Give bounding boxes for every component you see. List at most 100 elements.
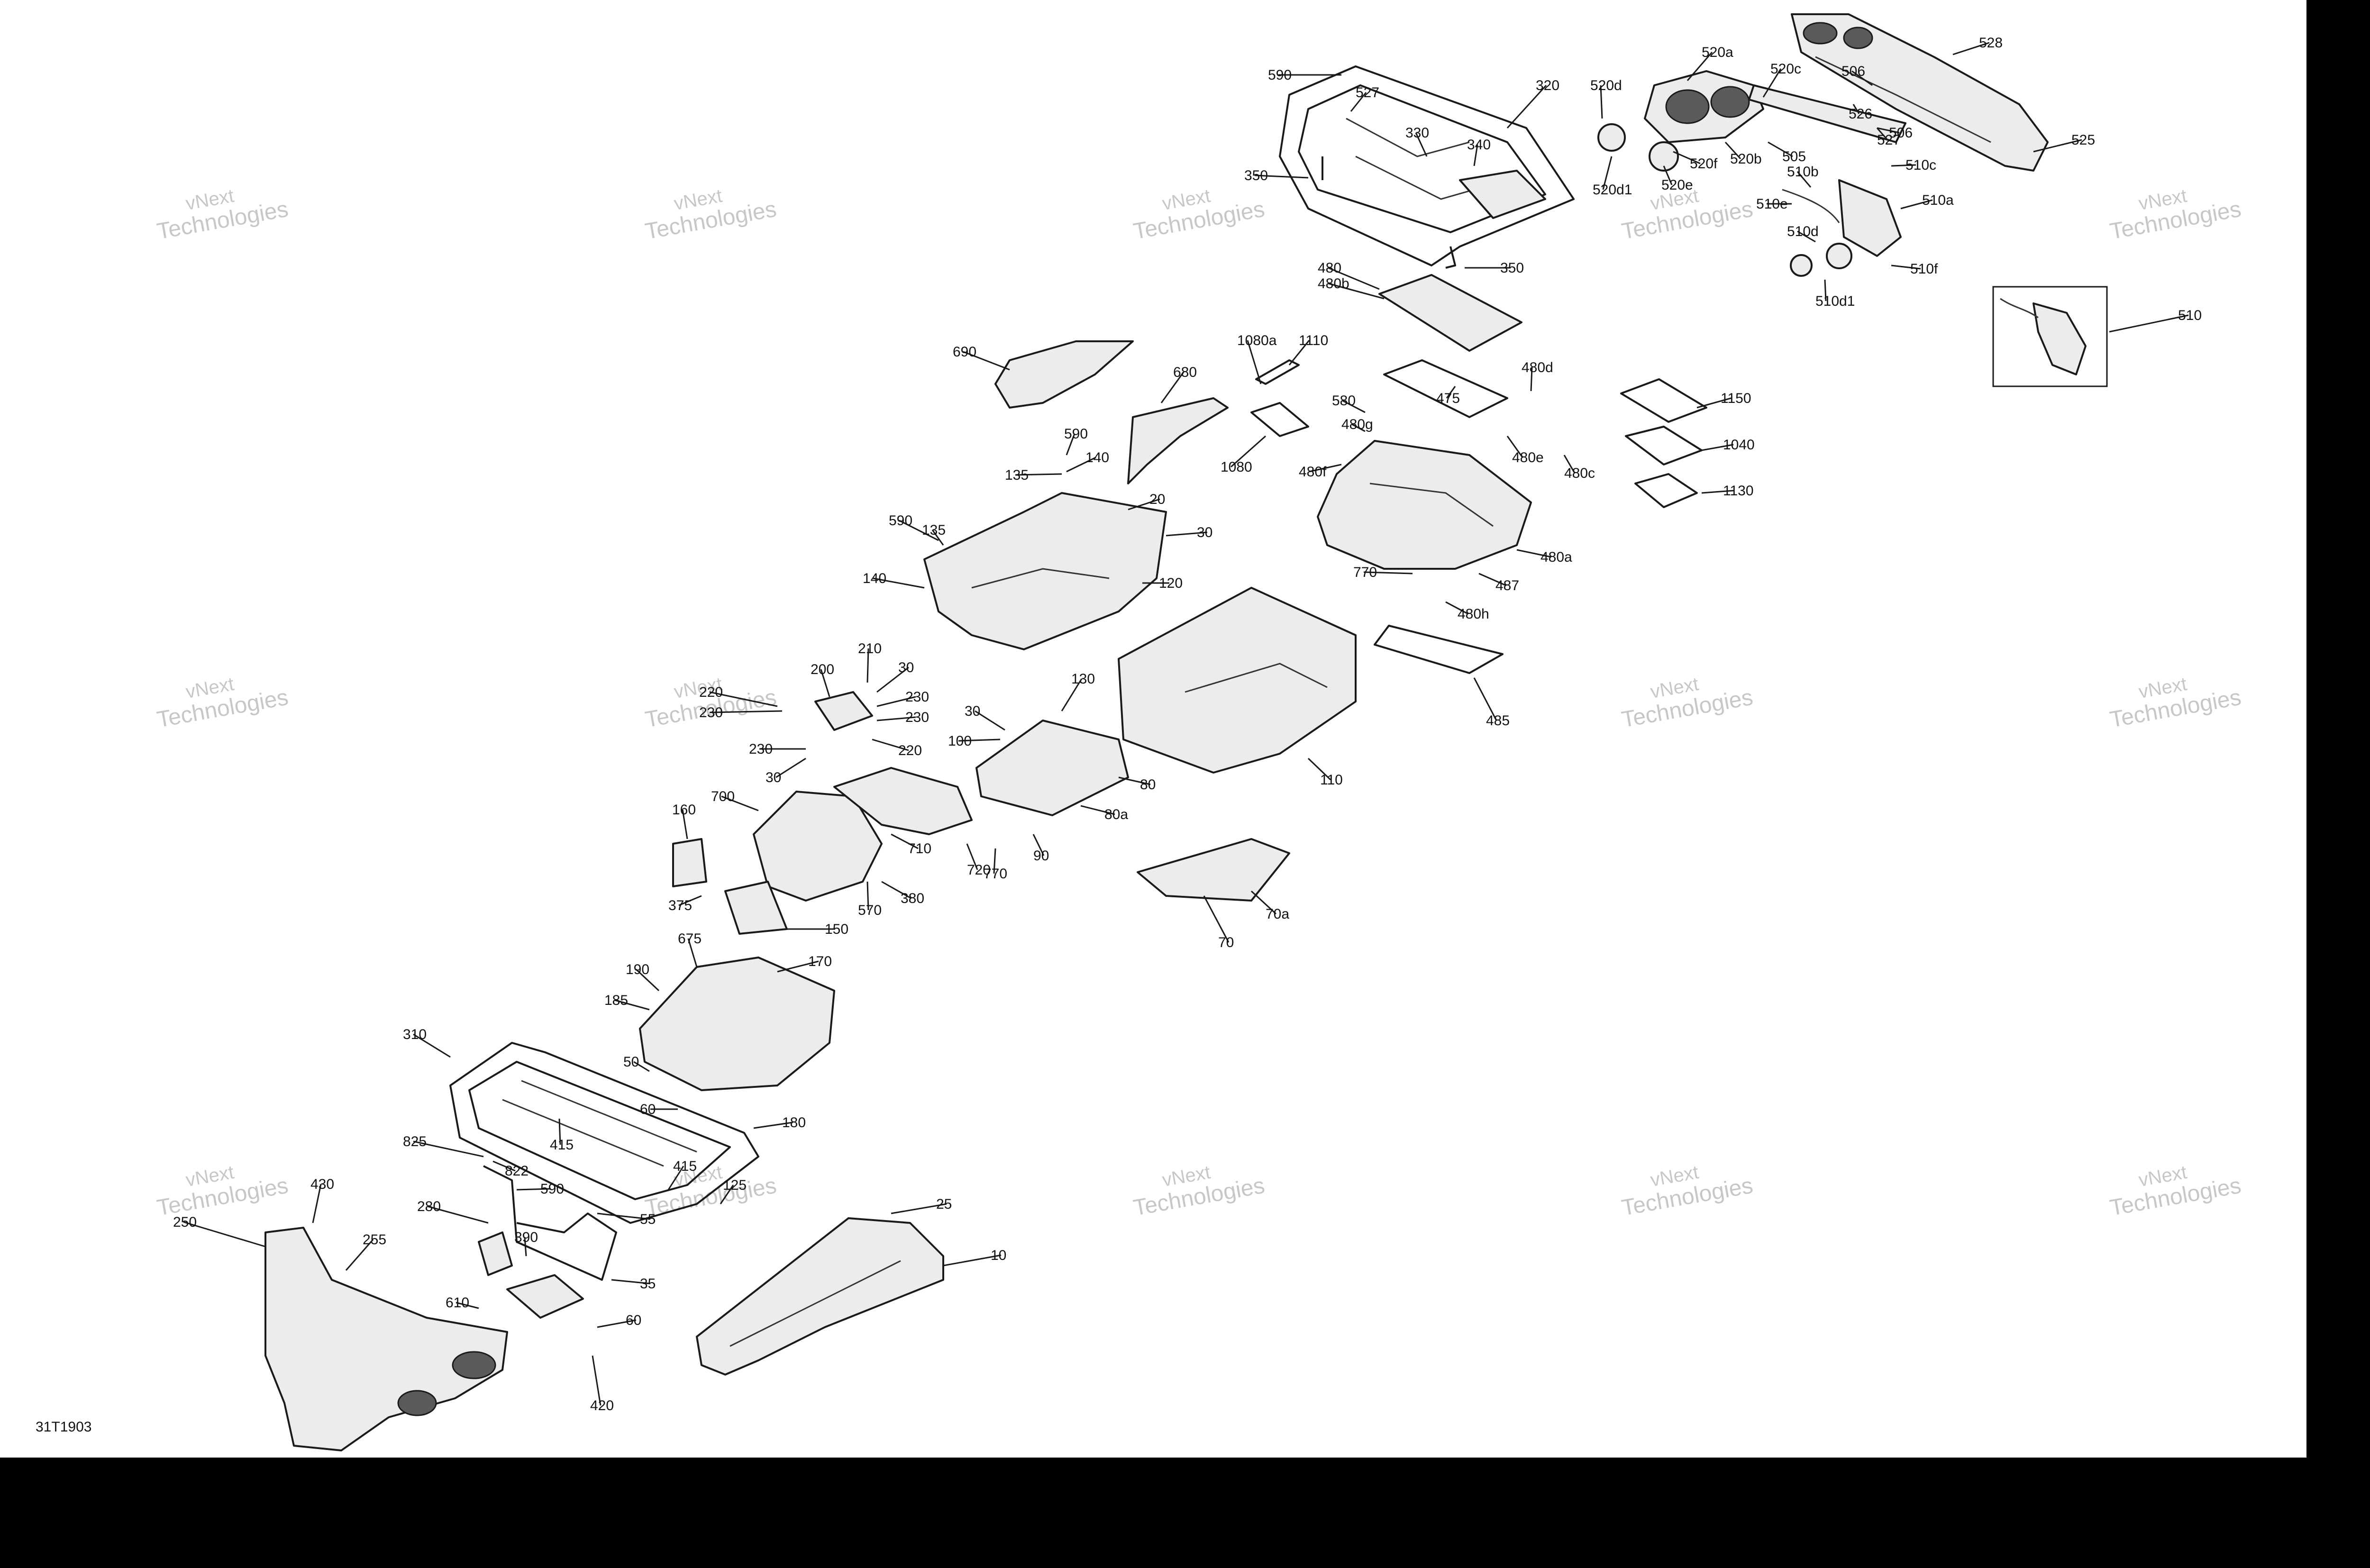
leader-line <box>721 795 759 811</box>
callout: 130 <box>1061 671 1095 711</box>
callout: 720 <box>966 843 991 878</box>
callout: 220 <box>872 738 922 758</box>
callout-label: 520d <box>1590 78 1622 93</box>
callout: 480c <box>1563 455 1595 481</box>
callout: 520e <box>1661 165 1693 193</box>
callout-label: 480g <box>1341 417 1373 432</box>
callout: 520c <box>1762 61 1801 98</box>
callout-label: 1040 <box>1723 437 1755 453</box>
leader-line <box>753 1121 793 1129</box>
callout-label: 140 <box>863 571 886 586</box>
callout: 480e <box>1506 436 1544 465</box>
front-cover-700 <box>753 791 883 902</box>
callout: 230 <box>749 741 806 757</box>
callout: 35 <box>611 1276 656 1292</box>
callout: 520a <box>1686 45 1733 81</box>
callout-label: 35 <box>640 1276 656 1292</box>
leader-line <box>1128 498 1160 511</box>
callout-label: 520b <box>1730 151 1762 167</box>
callout: 375 <box>668 895 702 913</box>
leader-line <box>1309 464 1342 473</box>
callout-label: 310 <box>403 1027 427 1042</box>
callout-label: 25 <box>936 1196 952 1212</box>
callout: 200 <box>811 662 834 697</box>
callout: 30 <box>876 660 914 693</box>
leader-line <box>876 666 909 693</box>
leader-line <box>1673 151 1701 164</box>
callout: 590 <box>1064 426 1088 456</box>
callout: 480 <box>1318 260 1380 290</box>
callout: 506 <box>1877 125 1913 141</box>
callout-label: 230 <box>749 741 773 757</box>
callout-label: 506 <box>1889 125 1913 141</box>
callout: 480a <box>1516 549 1572 565</box>
callout: 25 <box>891 1196 952 1214</box>
leader-line <box>492 1160 516 1172</box>
callout-label: 590 <box>1064 426 1088 442</box>
callout-label: 125 <box>723 1177 747 1193</box>
callout-label: 140 <box>1085 450 1109 465</box>
leader-line <box>775 757 806 778</box>
callout-label: 390 <box>514 1230 538 1245</box>
callout: 520b <box>1724 141 1762 167</box>
leader-line <box>881 881 912 899</box>
leader-line <box>820 669 830 697</box>
callout-label: 55 <box>640 1212 656 1227</box>
leader-line <box>1350 92 1367 112</box>
callout-label: 120 <box>1159 575 1183 591</box>
callout-label: 510d <box>1787 224 1819 239</box>
callout-label: 1150 <box>1721 391 1751 406</box>
leader-line <box>1328 283 1385 300</box>
callout-label: 510 <box>2178 308 2202 323</box>
callout: 280 <box>417 1199 489 1224</box>
leader-line <box>777 960 819 973</box>
callout: 180 <box>753 1115 806 1130</box>
callout-label: 415 <box>550 1137 574 1153</box>
callout: 170 <box>777 954 832 973</box>
rear-rack-part <box>1279 65 1575 269</box>
callout-label: 255 <box>363 1232 386 1248</box>
callout: 135 <box>922 522 946 546</box>
leader-line <box>1696 397 1732 409</box>
callout: 526 <box>1849 104 1872 122</box>
bumper-part <box>483 1165 617 1281</box>
callout-label: 100 <box>948 733 972 749</box>
callout: 510 <box>2109 308 2202 333</box>
leader-line <box>1824 279 1827 301</box>
leader-line <box>872 738 909 751</box>
leader-line <box>1891 164 1916 167</box>
leader-line <box>1328 267 1380 290</box>
front-cover-710 <box>833 767 973 835</box>
callout-label: 770 <box>1353 565 1377 580</box>
leader-line <box>2033 139 2082 153</box>
callout: 60 <box>597 1313 641 1328</box>
leader-line <box>1166 531 1208 537</box>
callout: 100 <box>948 733 1001 749</box>
rear-light-housing-part <box>1597 70 1764 172</box>
callout-label: 185 <box>604 993 628 1008</box>
leader-line <box>1015 473 1062 476</box>
callout-label: 210 <box>858 641 882 656</box>
leader-line <box>1851 70 1873 86</box>
callout: 700 <box>711 789 759 811</box>
leader-line <box>1250 890 1277 915</box>
callout-label: 590 <box>889 513 912 529</box>
leader-line <box>635 968 660 992</box>
callout-label: 30 <box>1197 525 1212 540</box>
callout: 415 <box>550 1118 574 1153</box>
leader-line <box>1032 834 1045 856</box>
callout: 30 <box>1166 525 1212 540</box>
callout-label: 475 <box>1436 391 1460 406</box>
callout-label: 510c <box>1905 157 1936 173</box>
leader-line <box>943 1254 1002 1267</box>
leader-line <box>1852 104 1860 114</box>
leader-line <box>667 1166 684 1190</box>
callout: 320 <box>1506 78 1559 129</box>
leader-line <box>866 881 869 911</box>
